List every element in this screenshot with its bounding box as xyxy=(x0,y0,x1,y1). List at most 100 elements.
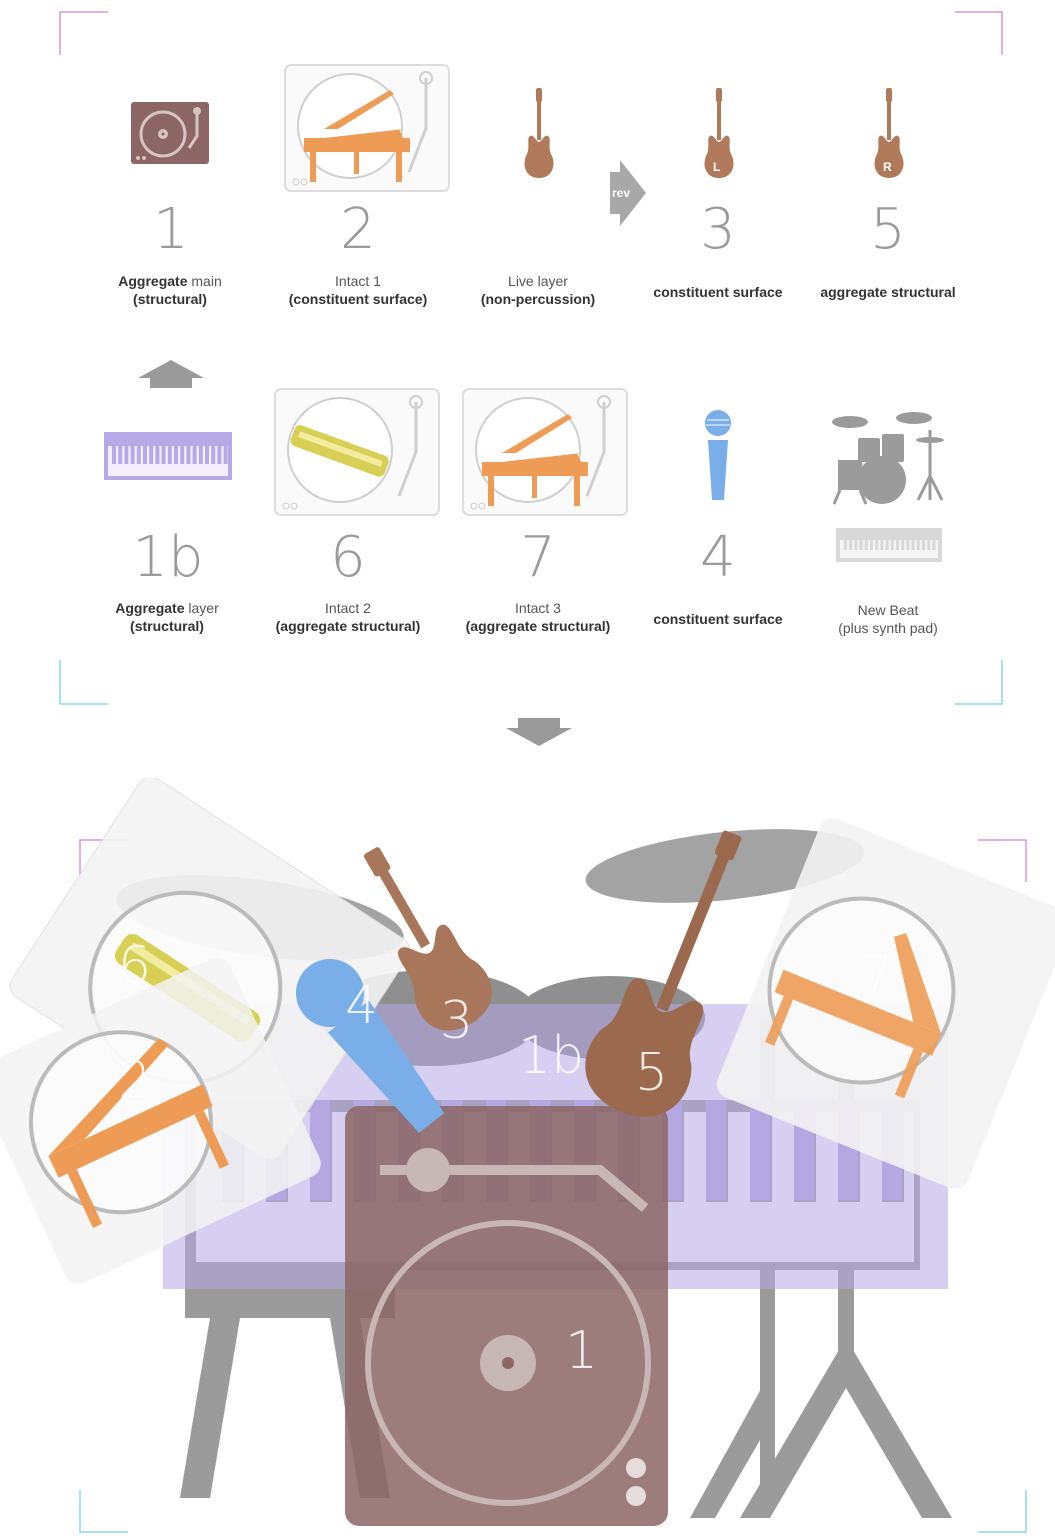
caption: Intact 3 (aggregate structural) xyxy=(438,599,638,635)
guitar-right-badge: R xyxy=(883,160,892,174)
caption-line2: (aggregate structural) xyxy=(275,618,421,634)
caption: Live layer (non-percussion) xyxy=(438,272,638,308)
item-number: 7 xyxy=(520,525,556,590)
key xyxy=(844,540,847,550)
key xyxy=(890,540,894,550)
item-number: 1b xyxy=(132,525,204,590)
caption-bold: Aggregate xyxy=(118,273,188,289)
caption-line1: Intact 2 xyxy=(325,600,371,616)
caption-line2: (constituent surface) xyxy=(288,291,428,307)
key xyxy=(875,540,879,550)
drum-kit-icon xyxy=(832,412,944,562)
composite-label: 6 xyxy=(118,936,151,996)
key xyxy=(186,446,191,464)
composite-guitar-3 xyxy=(363,847,492,1031)
key xyxy=(198,446,203,464)
key xyxy=(927,540,931,550)
key xyxy=(906,540,910,550)
caption-line1: Live layer xyxy=(508,273,568,289)
item-number: 6 xyxy=(330,525,366,590)
key xyxy=(192,446,197,464)
keyboard-icon xyxy=(104,432,232,480)
composite-microphone-4 xyxy=(296,959,445,1133)
key xyxy=(932,540,936,550)
piano-turntable-icon xyxy=(284,64,450,192)
caption-line2: (aggregate structural) xyxy=(465,618,611,634)
caption-line2: (plus synth pad) xyxy=(838,620,938,636)
caption-label: constituent surface xyxy=(653,284,783,300)
key xyxy=(143,446,147,464)
key xyxy=(211,446,216,464)
caption-bold: Aggregate xyxy=(115,600,185,616)
rev-arrow xyxy=(610,160,646,226)
key xyxy=(854,540,858,550)
key xyxy=(161,446,166,464)
key xyxy=(180,446,185,464)
composite-turntable-7 xyxy=(716,818,1055,1190)
key xyxy=(885,540,889,550)
key xyxy=(901,540,905,550)
key xyxy=(911,540,915,550)
down-arrow xyxy=(506,718,572,746)
microphone-icon xyxy=(705,410,731,500)
harmonica-turntable-icon xyxy=(274,388,440,516)
key xyxy=(112,446,116,464)
composite-turntable-2 xyxy=(0,957,321,1285)
caption: constituent surface xyxy=(618,283,818,301)
key xyxy=(849,540,853,550)
up-arrow xyxy=(138,360,204,388)
key xyxy=(706,1100,726,1200)
caption-line2: (structural) xyxy=(133,291,207,307)
caption: Intact 1 (constituent surface) xyxy=(258,272,458,308)
caption: New Beat (plus synth pad) xyxy=(788,601,988,637)
item-number: 2 xyxy=(340,197,376,262)
item-number: 3 xyxy=(700,197,736,262)
key xyxy=(205,446,209,464)
composite-label: 5 xyxy=(635,1043,668,1103)
key xyxy=(859,540,863,550)
key xyxy=(922,540,925,550)
composite-turntable-1 xyxy=(345,1106,668,1526)
guitar-left-badge: L xyxy=(713,160,721,174)
key xyxy=(124,446,129,464)
key xyxy=(223,446,228,464)
key xyxy=(310,1100,330,1200)
caption: Intact 2 (aggregate structural) xyxy=(248,599,448,635)
key xyxy=(870,540,873,550)
key xyxy=(174,446,178,464)
key xyxy=(916,540,920,550)
key xyxy=(864,540,868,550)
composite-label: 4 xyxy=(345,976,378,1036)
turntable-icon xyxy=(131,102,209,164)
piano-turntable-icon xyxy=(462,388,628,516)
key xyxy=(750,1100,770,1200)
guitar-left-icon xyxy=(704,88,734,178)
item-number: 4 xyxy=(700,525,736,590)
key xyxy=(167,446,172,464)
composite-guitar-5 xyxy=(585,830,742,1117)
caption-line1: Intact 3 xyxy=(515,600,561,616)
composite-label: 2 xyxy=(118,1051,151,1111)
caption-line1: New Beat xyxy=(857,602,919,618)
key xyxy=(880,540,884,550)
caption-label: aggregate structural xyxy=(820,284,956,300)
caption-line2: (non-percussion) xyxy=(480,291,596,307)
key xyxy=(149,446,154,464)
key xyxy=(217,446,222,464)
composite-label: 3 xyxy=(440,991,473,1051)
composite-label: 1 xyxy=(565,1321,598,1381)
caption-line2: (structural) xyxy=(130,618,204,634)
caption: Aggregate layer (structural) xyxy=(67,599,267,635)
caption-line1: Intact 1 xyxy=(335,273,381,289)
item-number: 5 xyxy=(870,197,906,262)
caption-rest: main xyxy=(187,273,222,289)
key xyxy=(118,446,123,464)
composite-label: 8 xyxy=(262,1331,295,1391)
guitar-right-icon xyxy=(874,88,904,178)
caption: constituent surface xyxy=(618,610,818,628)
key xyxy=(155,446,160,464)
guitar-icon xyxy=(524,88,554,178)
composite-label: 7 xyxy=(860,946,893,1006)
